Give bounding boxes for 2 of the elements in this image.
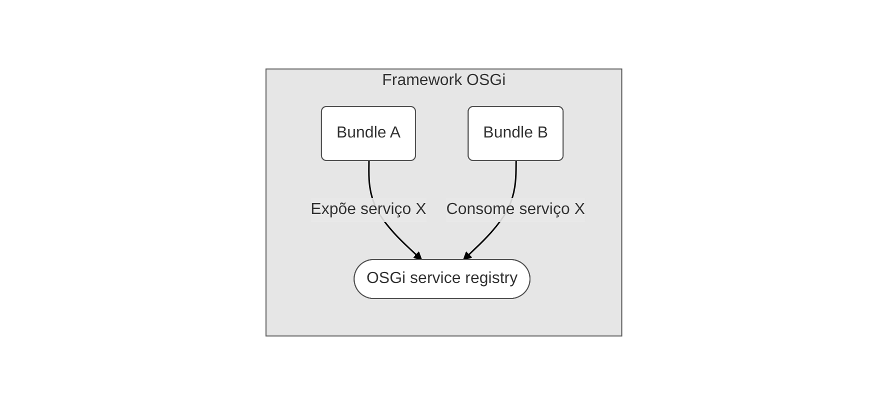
edge-label: Expõe serviço X: [310, 200, 426, 218]
edge-label: Consome serviço X: [446, 200, 586, 218]
